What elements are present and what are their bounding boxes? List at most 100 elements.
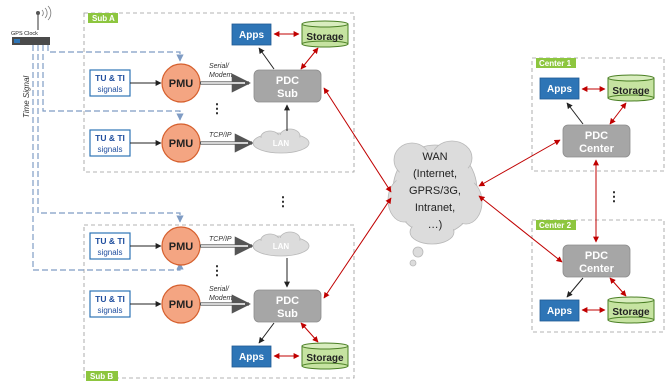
- lan-label: LAN: [273, 139, 290, 148]
- center-2-label: Center 2: [539, 221, 572, 230]
- apps-label: Apps: [547, 306, 572, 317]
- wan-label-line2: (Internet,: [413, 168, 457, 180]
- sub-a-tag: [88, 13, 118, 23]
- time-signal-line-b2: [32, 45, 184, 271]
- signals-label-line1: TU & TI: [95, 133, 125, 143]
- serial-label-line1: Serial/: [209, 63, 230, 70]
- storage-c1: [607, 74, 655, 102]
- pmu-label: PMU: [169, 138, 194, 150]
- time-signal-line-a1: [47, 45, 184, 62]
- pdc-sub-b: [253, 289, 322, 323]
- apps-box-c1: [539, 77, 580, 100]
- apps-label: Apps: [239, 352, 264, 363]
- sub-b-tag: [86, 371, 118, 381]
- pdc-label-line1: PDC: [276, 75, 299, 87]
- storage-top: [301, 342, 349, 350]
- storage-c2: [607, 296, 655, 324]
- pdc-sub-a: [253, 69, 322, 103]
- sub-a-label: Sub A: [92, 14, 115, 23]
- pdc-to-apps-arrow-c1: [566, 102, 584, 125]
- pmu-label: PMU: [169, 78, 194, 90]
- tcpip-label: TCP/IP: [209, 236, 232, 243]
- pdc-label-line2: Sub: [277, 88, 298, 100]
- pdc-label-line2: Sub: [277, 308, 298, 320]
- pdc-storage-link-c2: [609, 277, 627, 297]
- gps-clock: GPS Clock: [11, 5, 52, 45]
- apps-label: Apps: [547, 84, 572, 95]
- more-pmus-ellipsis-b: ⋮: [211, 263, 224, 278]
- storage-label: Storage: [612, 307, 650, 318]
- center-1-label: Center 1: [539, 59, 572, 68]
- serial-label-line2: Modem: [209, 295, 233, 302]
- pdc-center-1: [562, 124, 631, 158]
- signals-label-line1: TU & TI: [95, 236, 125, 246]
- pdc-to-apps-arrow-a: [258, 47, 275, 70]
- more-centers-ellipsis: ⋮: [608, 189, 621, 204]
- wan-label-line5: …): [428, 219, 443, 231]
- storage-top: [607, 74, 655, 82]
- substation-b-region: [83, 224, 355, 379]
- wan-label-line3: GPRS/3G,: [409, 185, 461, 197]
- storage-b: [301, 342, 349, 370]
- apps-box-b: [231, 345, 272, 368]
- serial-label-line1: Serial/: [209, 286, 230, 293]
- gps-device-icon: [12, 37, 50, 45]
- storage-top: [301, 20, 349, 28]
- lan-cloud-a: [252, 128, 310, 154]
- storage-label: Storage: [306, 32, 344, 43]
- signals-label-line2: signals: [98, 85, 123, 94]
- signals-box-b2: [89, 290, 131, 318]
- pdc-storage-link-c1: [609, 102, 627, 125]
- storage-top: [607, 296, 655, 304]
- pmu-label: PMU: [169, 299, 194, 311]
- time-signal-label: Time Signal: [22, 76, 31, 118]
- sub-b-label: Sub B: [90, 372, 113, 381]
- signals-label-line1: TU & TI: [95, 294, 125, 304]
- wan-link-sub-a: [323, 87, 392, 193]
- substation-a-region: [83, 12, 355, 173]
- wan-label-line1: WAN: [422, 151, 447, 163]
- center-1-tag: [536, 58, 576, 68]
- storage-label: Storage: [306, 353, 344, 364]
- pdc-label-line1: PDC: [585, 130, 608, 142]
- pdc-to-apps-arrow-b: [258, 322, 275, 344]
- wan-link-sub-b: [323, 197, 392, 299]
- storage-a: [301, 20, 349, 48]
- lan-cloud-b: [252, 231, 310, 257]
- signals-label-line2: signals: [98, 306, 123, 315]
- pdc-center-2: [562, 244, 631, 278]
- time-signal-line-b1: [37, 45, 184, 223]
- tcpip-label: TCP/IP: [209, 132, 232, 139]
- time-signal-line-a2: [42, 45, 184, 121]
- pdc-storage-link-a: [300, 47, 319, 70]
- serial-label-line2: Modem: [209, 72, 233, 79]
- apps-label: Apps: [239, 30, 264, 41]
- wan-label-line4: Intranet,: [415, 202, 455, 214]
- more-substations-ellipsis: ⋮: [277, 194, 290, 209]
- apps-box-c2: [539, 299, 580, 322]
- pdc-to-apps-arrow-c2: [566, 277, 584, 298]
- gps-display: [14, 39, 20, 43]
- storage-bottom: [607, 94, 655, 102]
- storage-bottom: [301, 362, 349, 370]
- pdc-label-line1: PDC: [276, 295, 299, 307]
- more-pmus-ellipsis-a: ⋮: [211, 101, 224, 116]
- time-signal-lines: [32, 45, 184, 271]
- signals-box-a1: [89, 69, 131, 97]
- pdc-storage-link-b: [300, 322, 319, 343]
- wan-link-center-2: [478, 195, 563, 263]
- signals-label-line2: signals: [98, 248, 123, 257]
- wan-link-center-1: [478, 139, 561, 187]
- storage-bottom: [607, 316, 655, 324]
- apps-box-a: [231, 23, 272, 46]
- storage-label: Storage: [612, 86, 650, 97]
- pdc-label-line1: PDC: [585, 250, 608, 262]
- storage-bottom: [301, 40, 349, 48]
- pmu-label: PMU: [169, 241, 194, 253]
- gps-clock-label: GPS Clock: [11, 31, 38, 37]
- pdc-label-line2: Center: [579, 143, 615, 155]
- gps-antenna-tip: [36, 11, 40, 15]
- signals-label-line1: TU & TI: [95, 73, 125, 83]
